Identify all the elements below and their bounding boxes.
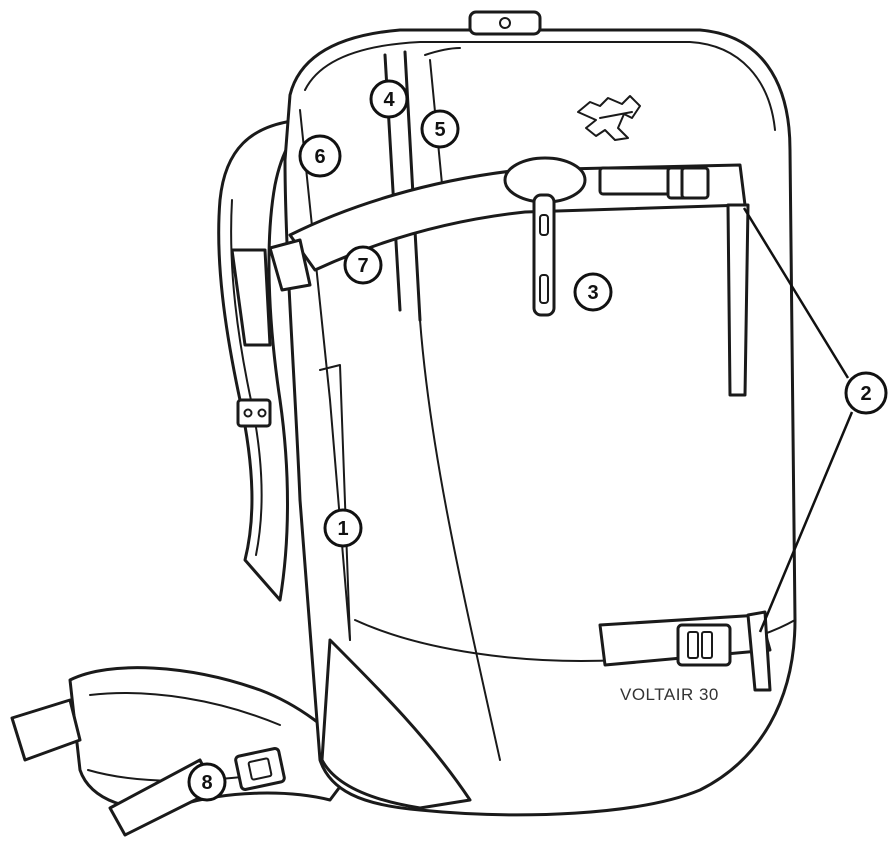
compression-strap-upper [268,156,747,292]
callout-1-label: 1 [337,518,348,540]
callout-1: 1 [323,508,363,548]
callout-7: 7 [343,245,383,285]
callout-5-label: 5 [434,119,445,141]
callout-2: 2 [844,371,888,415]
callout-6: 6 [298,134,342,178]
callout-6-label: 6 [314,146,325,168]
model-label: VOLTAIR 30 [620,685,719,704]
shoulder-strap [217,118,312,602]
arcteryx-logo [577,95,641,141]
callout-8-label: 8 [201,772,212,794]
callout-2-leader-upper [742,207,850,379]
callout-8: 8 [187,762,227,802]
callout-5: 5 [420,109,460,149]
callout-3: 3 [573,272,613,312]
front-vertical-strap [726,203,750,397]
compression-strap-lower [598,610,772,692]
zipper-pull [532,193,556,317]
callout-2-leader-lower [758,411,854,633]
callout-4-label: 4 [383,89,395,111]
hip-belt [10,666,362,837]
callout-7-label: 7 [357,255,368,277]
callout-4: 4 [369,79,409,119]
callout-3-label: 3 [587,282,598,304]
callout-2-label: 2 [860,383,871,405]
